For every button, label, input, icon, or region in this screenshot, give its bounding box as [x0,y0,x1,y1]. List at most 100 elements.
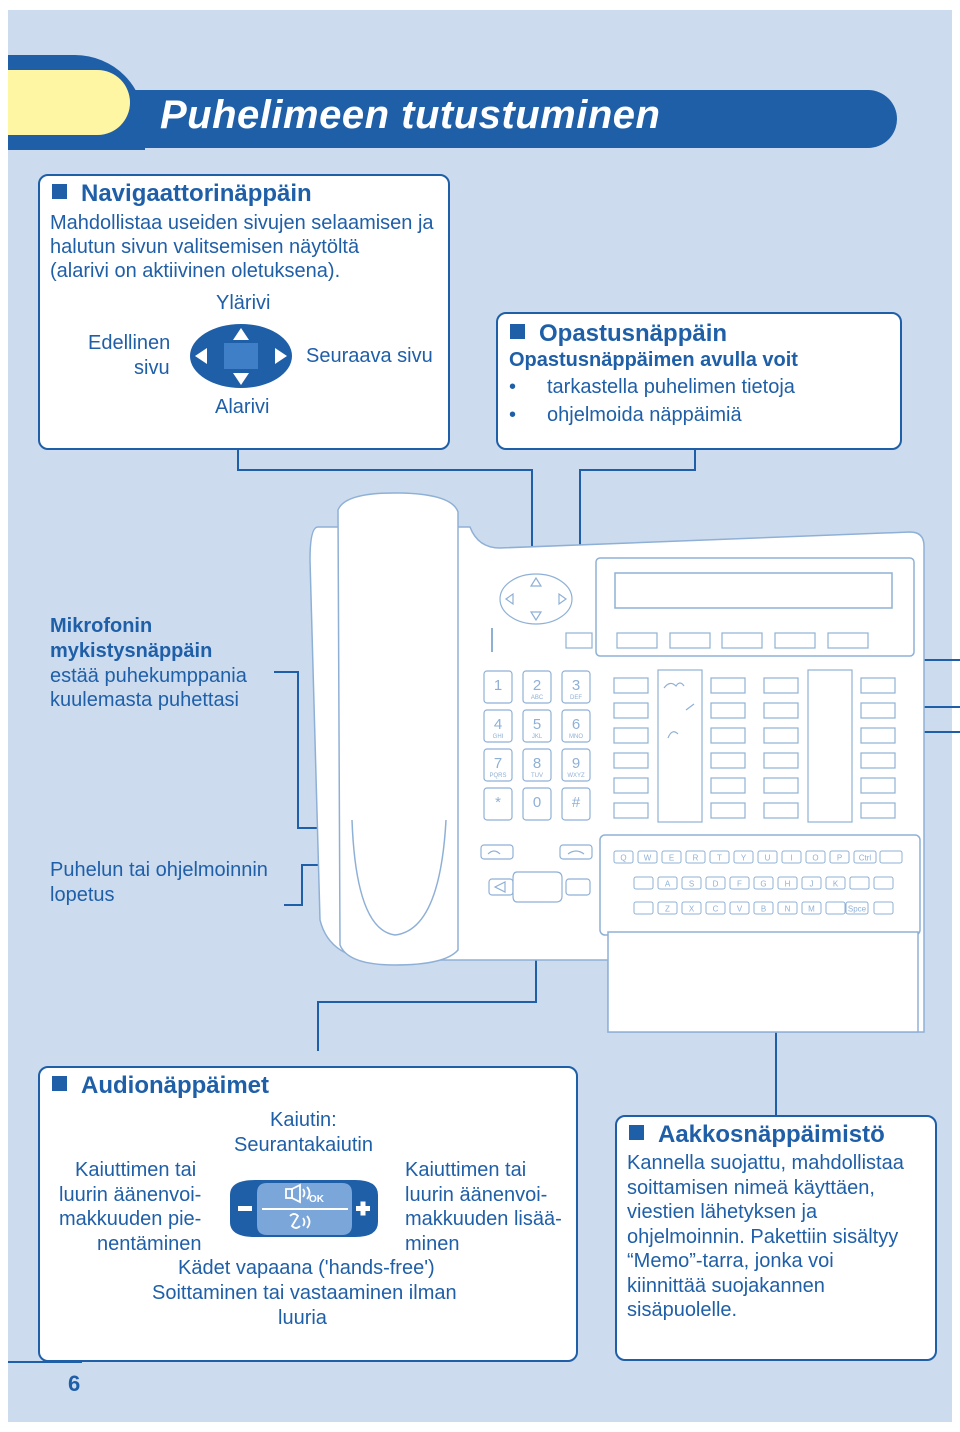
mute-heading-1: Mikrofonin [50,615,153,637]
phone-navigator-key [499,573,573,625]
minus-icon [238,1206,252,1211]
keyboard-key [753,901,774,915]
dial-key [483,709,513,743]
dial-key-digit: 5 [533,716,541,733]
mute-heading-2: mykistysnäppäin [50,640,213,662]
dial-key-digit: 7 [494,755,502,772]
bullet-square-icon [629,1125,644,1140]
keyboard-key [777,901,798,915]
audio-bottom-3: luuria [278,1307,327,1329]
dial-key-digit: 1 [494,677,502,694]
bullet-dot-icon: • [509,376,517,398]
audio-left-2: luurin äänenvoi- [59,1184,202,1206]
keyboard-key-label: K [833,880,839,889]
keyboard-key [633,876,654,890]
keyboard-key [757,850,778,864]
audio-right-1: Kaiuttimen tai [405,1159,527,1181]
keyboard-key [879,850,903,864]
dial-key-digit: * [495,794,501,811]
alpha-desc-1: Kannella suojattu, mahdollistaa [627,1152,904,1174]
keyboard-key-label: W [644,854,652,863]
keyboard-key [637,850,658,864]
dial-key [522,787,552,821]
keyboard-key [709,850,730,864]
handset-icon [685,703,695,711]
dial-key [483,748,513,782]
dial-key [522,709,552,743]
keyboard-key-label: U [765,854,771,863]
keyboard-key-label: G [760,880,766,889]
keyboard-key [733,850,754,864]
hangup-key [559,844,593,860]
keyboard-key [777,876,798,890]
keyboard-key-label: J [810,880,814,889]
audio-left-3: makkuuden pie- [59,1208,202,1230]
keyboard-key [805,850,826,864]
ok-label: OK [309,1194,325,1205]
bullet-square-icon [52,1076,67,1091]
dial-key-letters: TUV [531,773,543,779]
audio-key-icon: OK [230,1180,378,1237]
keyboard-key-label: P [837,854,842,863]
dial-key [522,670,552,704]
dial-key [561,709,591,743]
phone-audio-keys [488,871,591,903]
navigator-box [38,174,450,450]
dial-key-letters: PQRS [489,773,506,779]
page-number: 6 [68,1371,81,1396]
dial-key-digit: # [572,794,581,811]
header-bar [130,90,897,148]
keyboard-key [633,901,654,915]
audio-right-4: minen [405,1233,460,1255]
mute-desc-2: kuulemasta puhettasi [50,689,240,711]
nav-next-label: Seuraava sivu [306,345,433,367]
page-title: Puhelimeen tutustuminen [160,93,661,137]
keyboard-key [685,850,706,864]
keyboard-space-key [845,901,869,915]
alpha-desc-3: viestien lähetyksen ja [627,1201,818,1223]
audio-right-3: makkuuden lisää- [405,1208,562,1230]
keyboard-key-label: O [812,854,818,863]
alpha-heading: Aakkosnäppäimistö [629,1121,885,1149]
nav-down-label: Alarivi [215,396,270,418]
dial-key-digit: 6 [572,716,580,733]
keyboard-key-label: Z [665,905,670,914]
audio-bottom-2: Soittaminen tai vastaaminen ilman [152,1282,457,1304]
dial-key-digit: 9 [572,755,580,772]
keyboard-key [681,901,702,915]
bullet-square-icon [510,324,525,339]
alpha-desc-7: sisäpuolelle. [627,1299,738,1321]
keyboard-key [829,850,850,864]
keyboard-key-label: H [785,880,791,889]
keyboard-key [825,876,846,890]
dial-key-digit: 8 [533,755,541,772]
audio-heading: Audionäppäimet [52,1072,269,1100]
keyboard-key [657,876,678,890]
keyboard-cover [607,931,919,1033]
keyboard-key [825,901,846,915]
help-bullet-2: •ohjelmoida näppäimiä [509,404,742,426]
alpha-desc-4: ohjelmoinnin. Pakettiin sisältyy [627,1226,899,1248]
keyboard-key-label: I [790,854,792,863]
audio-speaker-1: Kaiutin: [270,1109,337,1131]
keyboard-key-label: X [689,905,695,914]
audio-left-4: nentäminen [97,1233,202,1255]
help-box [496,312,902,450]
keyboard-key [729,876,750,890]
keyboard-key-label: A [665,880,671,889]
keyboard-key [657,901,678,915]
navigator-key-icon [190,324,292,388]
help-bullet-1: •tarkastella puhelimen tietoja [509,376,795,398]
keyboard-space-key-label: Spce [848,905,867,914]
keyboard-key-label: Ctrl [859,854,872,863]
keyboard-key-label: F [737,880,742,889]
handset-icon [663,682,685,689]
dial-key [561,748,591,782]
keyboard-key [661,850,682,864]
keyboard-key [681,876,702,890]
keyboard-key-label: B [761,905,766,914]
keyboard-key-label: Y [741,854,747,863]
navigator-desc-3: (alarivi on aktiivinen oletuksena). [50,260,341,282]
nav-prev-label-2: sivu [134,357,170,379]
